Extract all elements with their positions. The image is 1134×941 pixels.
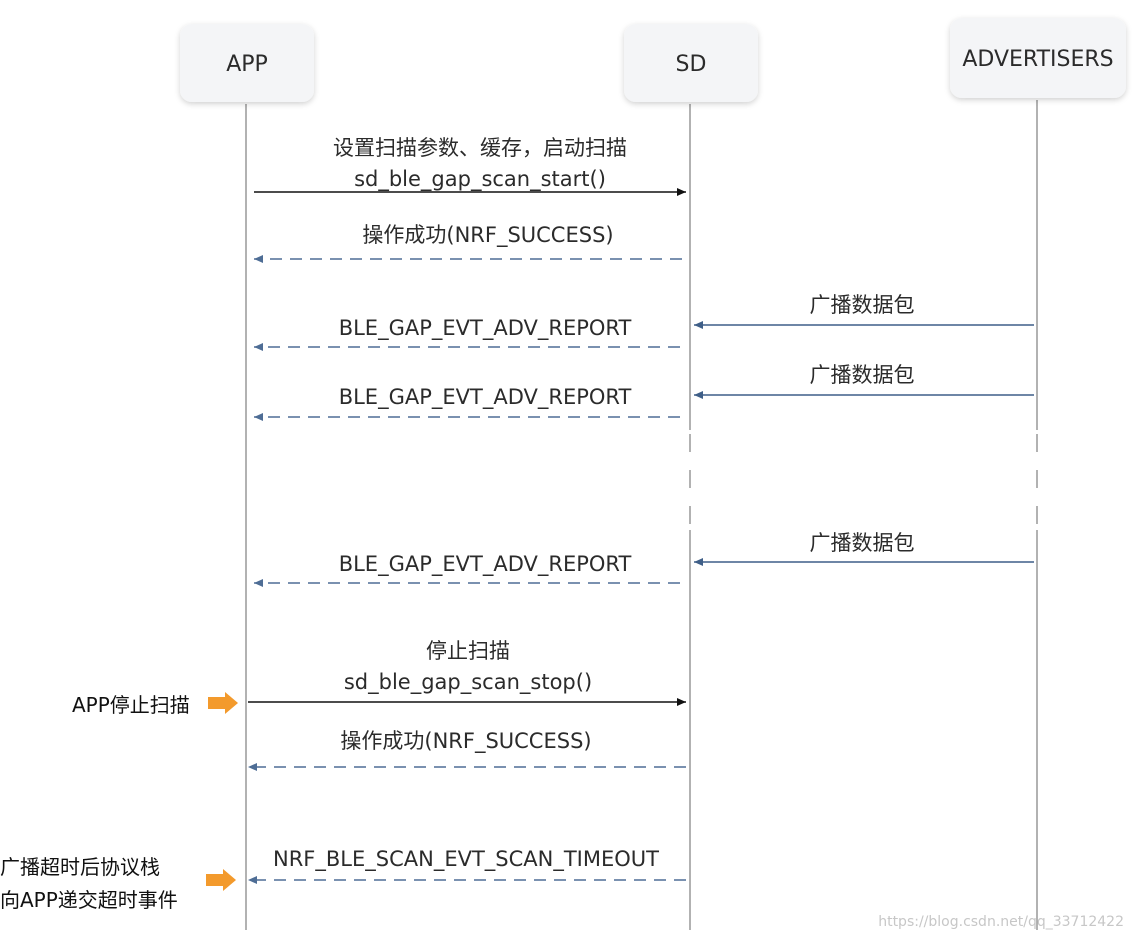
orange-arrow-icon bbox=[208, 692, 238, 714]
participant-advertisers: ADVERTISERS bbox=[950, 18, 1126, 98]
message-adv-packet-1: 广播数据包 bbox=[694, 293, 1034, 329]
message-label: 广播数据包 bbox=[810, 293, 915, 317]
participant-label: ADVERTISERS bbox=[962, 47, 1113, 72]
orange-arrow-icon bbox=[206, 869, 236, 891]
message-label: 操作成功(NRF_SUCCESS) bbox=[362, 223, 613, 248]
participant-box bbox=[624, 24, 758, 102]
participant-label: SD bbox=[676, 52, 707, 77]
message-adv-report-2: BLE_GAP_EVT_ADV_REPORT bbox=[254, 385, 680, 421]
message-adv-packet-3: 广播数据包 bbox=[694, 531, 1034, 566]
message-adv-report-3: BLE_GAP_EVT_ADV_REPORT bbox=[254, 552, 680, 587]
message-adv-packet-2: 广播数据包 bbox=[694, 363, 1034, 399]
message-label: NRF_BLE_SCAN_EVT_SCAN_TIMEOUT bbox=[273, 847, 659, 872]
annotation-timeout: 广播超时后协议栈 向APP递交超时事件 bbox=[0, 855, 236, 912]
message-label: 停止扫描 bbox=[426, 639, 510, 663]
annotation-label: 向APP递交超时事件 bbox=[0, 888, 178, 912]
participant-box bbox=[180, 24, 314, 102]
participant-label: APP bbox=[226, 52, 268, 77]
participant-sd: SD bbox=[624, 24, 758, 102]
annotation-label: 广播超时后协议栈 bbox=[0, 855, 160, 879]
message-label: BLE_GAP_EVT_ADV_REPORT bbox=[339, 316, 632, 341]
annotation-app-stop: APP停止扫描 bbox=[72, 692, 238, 717]
message-label: BLE_GAP_EVT_ADV_REPORT bbox=[339, 385, 632, 410]
lifeline-gap bbox=[684, 430, 1043, 530]
message-label: 操作成功(NRF_SUCCESS) bbox=[340, 729, 591, 754]
message-scan-timeout: NRF_BLE_SCAN_EVT_SCAN_TIMEOUT bbox=[248, 847, 686, 884]
message-label: 广播数据包 bbox=[810, 531, 915, 555]
watermark: https://blog.csdn.net/qq_33712422 bbox=[878, 914, 1124, 930]
message-label: 设置扫描参数、缓存，启动扫描 bbox=[333, 136, 627, 160]
annotation-label: APP停止扫描 bbox=[72, 693, 190, 717]
message-stop-success: 操作成功(NRF_SUCCESS) bbox=[248, 729, 686, 771]
message-start-success: 操作成功(NRF_SUCCESS) bbox=[254, 223, 682, 263]
message-adv-report-1: BLE_GAP_EVT_ADV_REPORT bbox=[254, 316, 680, 351]
message-label: sd_ble_gap_scan_stop() bbox=[344, 670, 592, 695]
message-label: sd_ble_gap_scan_start() bbox=[354, 167, 606, 192]
message-label: BLE_GAP_EVT_ADV_REPORT bbox=[339, 552, 632, 577]
participant-box bbox=[950, 18, 1126, 98]
message-stop-scan: 停止扫描 sd_ble_gap_scan_stop() bbox=[248, 639, 686, 706]
message-label: 广播数据包 bbox=[810, 363, 915, 387]
message-start-scan: 设置扫描参数、缓存，启动扫描 sd_ble_gap_scan_start() bbox=[254, 136, 686, 196]
participant-app: APP bbox=[180, 24, 314, 102]
